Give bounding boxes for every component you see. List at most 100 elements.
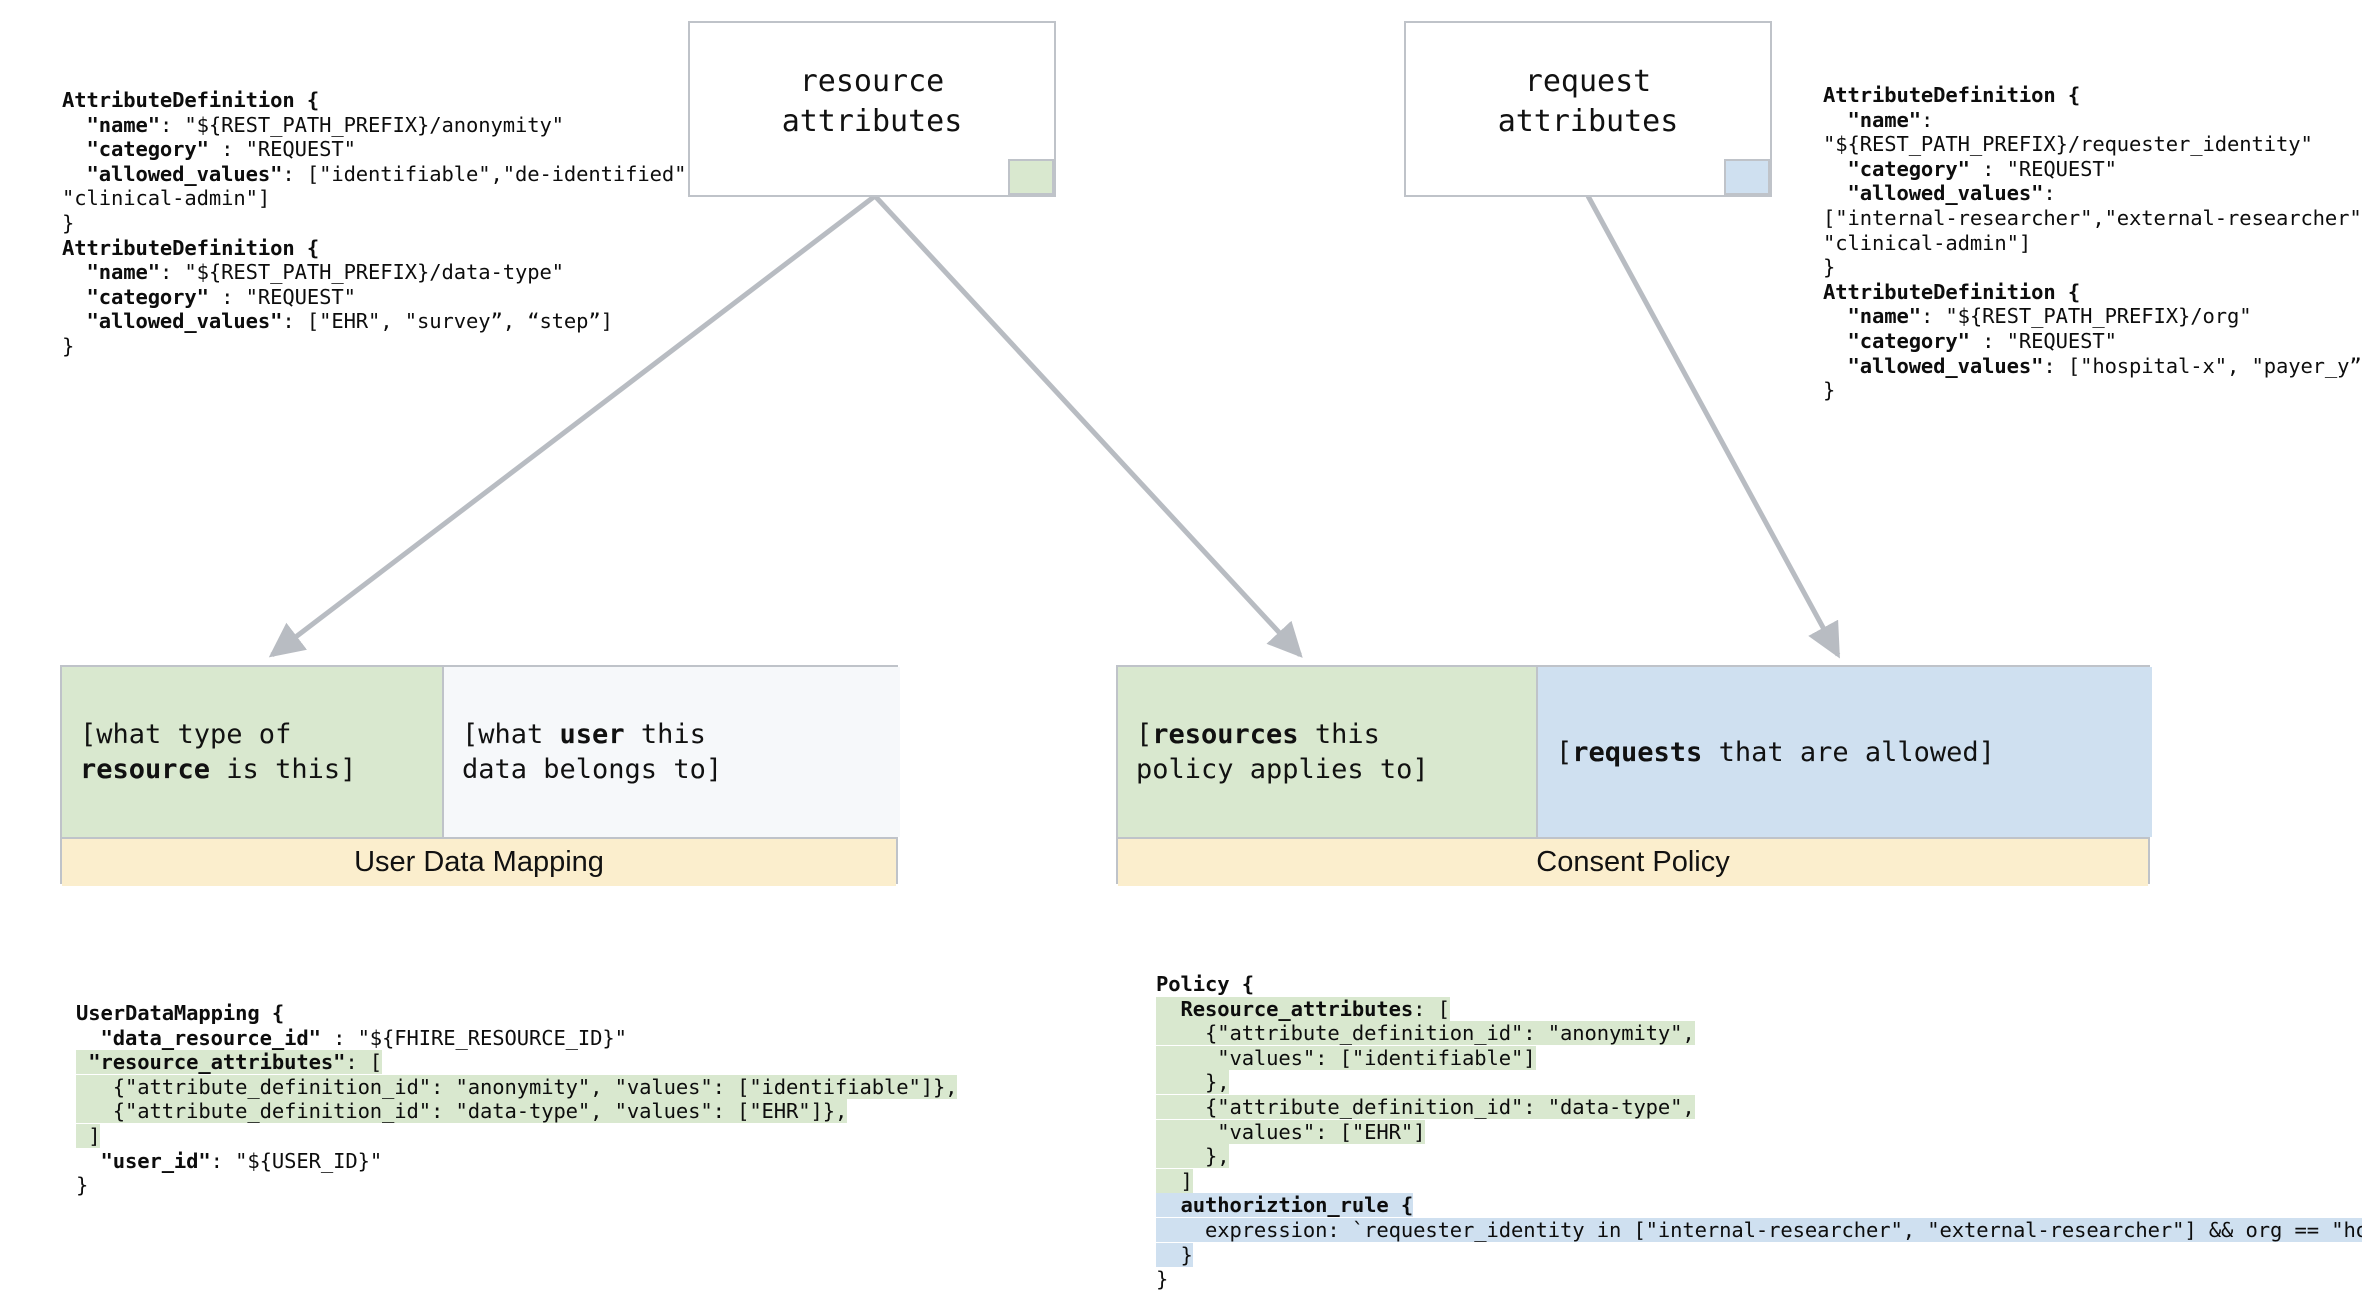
code-line: "category" : "REQUEST"	[1823, 157, 2362, 182]
code-run: "name"	[62, 112, 160, 137]
code-run: {"attribute_definition_id": "anonymity",…	[76, 1074, 958, 1099]
code-line: "name": "${REST_PATH_PREFIX}/data-type"	[62, 260, 699, 285]
card-cell-run: requests	[1572, 736, 1703, 768]
code-line: AttributeDefinition {	[1823, 83, 2362, 108]
code-line: AttributeDefinition {	[1823, 280, 2362, 305]
code-run: : [	[1413, 996, 1450, 1021]
code-run: Resource_attributes	[1156, 996, 1414, 1021]
code-line: {"attribute_definition_id": "anonymity",…	[76, 1074, 958, 1100]
code-line: ]	[1156, 1168, 2362, 1194]
code-line: }	[1823, 255, 2362, 280]
code-line: "category" : "REQUEST"	[1823, 329, 2362, 354]
consent-policy-footer-label: Consent Policy	[1118, 837, 2148, 886]
user-data-mapping-cells: [what type of resource is this] [what use…	[62, 667, 900, 837]
card-cell-text: [what user this data belongs to]	[462, 717, 722, 787]
code-run: : ["EHR", "survey”, “step”]	[282, 309, 613, 334]
code-run: AttributeDefinition {	[1823, 279, 2081, 304]
code-run: AttributeDefinition {	[62, 88, 320, 112]
code-run: "name"	[1823, 304, 1921, 329]
code-line: "${REST_PATH_PREFIX}/requester_identity"	[1823, 132, 2362, 157]
card-cell: [what type of resource is this]	[62, 667, 444, 837]
code-run: }	[62, 210, 75, 235]
code-line: expression: `requester_identity in ["int…	[1156, 1217, 2362, 1243]
code-run: : "REQUEST"	[208, 284, 356, 309]
code-run: : "${FHIRE_RESOURCE_ID}"	[320, 1025, 627, 1050]
card-cell-run: that are allowed]	[1702, 736, 1995, 768]
code-line: "allowed_values":	[1823, 181, 2362, 206]
user-data-mapping-footer-label: User Data Mapping	[62, 837, 896, 886]
code-run: : "REQUEST"	[1969, 328, 2117, 353]
code-line: }	[62, 334, 699, 359]
code-run: AttributeDefinition {	[1823, 83, 2081, 107]
code-line: AttributeDefinition {	[62, 88, 699, 113]
code-line: "values": ["identifiable"]	[1156, 1045, 2362, 1071]
code-run: : ["identifiable","de-identified",	[282, 161, 699, 186]
user-data-mapping-code: UserDataMapping { "data_resource_id" : "…	[76, 1001, 958, 1198]
code-line: "clinical-admin"]	[62, 186, 699, 211]
code-line: }	[1156, 1242, 2362, 1268]
code-run: : [	[345, 1050, 383, 1075]
code-run: "allowed_values"	[1823, 353, 2044, 378]
card-cell-run: this data belongs to]	[462, 719, 723, 785]
code-line: {"attribute_definition_id": "data-type",	[1156, 1094, 2362, 1120]
code-line: }	[1156, 1267, 2362, 1292]
code-run: : "REQUEST"	[1969, 156, 2117, 181]
resource-to-consent-policy	[873, 194, 1303, 658]
code-run: "allowed_values"	[62, 309, 283, 334]
code-line: "allowed_values": ["EHR", "survey”, “ste…	[62, 309, 699, 334]
code-run: :	[2043, 181, 2056, 206]
code-line: "user_id": "${USER_ID}"	[76, 1149, 957, 1174]
resource-attributes-color-swatch	[1008, 159, 1054, 195]
code-line: Policy {	[1156, 972, 2362, 997]
code-run: ]	[76, 1123, 101, 1148]
code-run: "data_resource_id"	[76, 1025, 321, 1050]
code-line: authoriztion_rule {	[1156, 1193, 2362, 1218]
code-run: Policy {	[1156, 972, 1254, 996]
card-cell-run: this policy applies to]	[1136, 719, 1429, 785]
code-run: {"attribute_definition_id": "anonymity",	[1156, 1021, 1695, 1046]
consent-policy-cells: [resources this policy applies to][reque…	[1118, 667, 2152, 837]
card-cell-run: [what type of	[80, 719, 292, 750]
code-run: : ["hospital-x", "payer_y”]	[2043, 353, 2362, 378]
card-cell-run: [	[1136, 719, 1153, 750]
code-line: "clinical-admin"]	[1823, 231, 2362, 256]
code-line: AttributeDefinition {	[62, 236, 699, 261]
code-run: }	[1156, 1242, 1193, 1267]
code-line: },	[1156, 1070, 2362, 1095]
code-run: : "${REST_PATH_PREFIX}/data-type"	[159, 260, 564, 285]
code-run: "allowed_values"	[1823, 181, 2044, 206]
code-run: "name"	[1823, 107, 1921, 132]
code-run: : "${REST_PATH_PREFIX}/anonymity"	[159, 112, 564, 137]
code-run: "category"	[62, 284, 209, 309]
code-line: ]	[76, 1123, 957, 1149]
code-run: : "${USER_ID}"	[210, 1148, 383, 1173]
code-run: expression: `requester_identity in ["int…	[1156, 1217, 2362, 1242]
request-attributes-label: request attributes	[1497, 64, 1679, 139]
card-cell-run: [what	[462, 719, 560, 750]
code-line: "allowed_values": ["hospital-x", "payer_…	[1823, 354, 2362, 379]
card-cell-run: [	[1556, 736, 1573, 768]
code-run: {"attribute_definition_id": "data-type",…	[76, 1099, 848, 1124]
resource-attributes-label: resource attributes	[781, 64, 963, 139]
code-run: }	[76, 1173, 89, 1198]
user-data-mapping-card[interactable]: [what type of resource is this] [what use…	[60, 665, 900, 886]
card-cell-text: [what type of resource is this]	[80, 717, 356, 787]
code-run: "category"	[1823, 156, 1970, 181]
code-line: "category" : "REQUEST"	[62, 137, 699, 162]
request-attributes-color-swatch	[1724, 159, 1770, 195]
resource-attributes-box[interactable]: resource attributes	[688, 21, 1056, 197]
card-cell: [resources this policy applies to]	[1118, 667, 1538, 837]
code-line: "resource_attributes": [	[76, 1050, 957, 1075]
request-attribute-definitions-code: AttributeDefinition { "name":"${REST_PAT…	[1823, 83, 2362, 403]
code-run: },	[1156, 1070, 1230, 1095]
code-line: UserDataMapping {	[76, 1001, 957, 1026]
code-line: "name":	[1823, 108, 2362, 133]
consent-policy-card[interactable]: [resources this policy applies to][reque…	[1116, 665, 2152, 886]
code-run: "user_id"	[76, 1148, 211, 1173]
code-line: "name": "${REST_PATH_PREFIX}/org"	[1823, 304, 2362, 329]
card-cell-run: resources	[1152, 719, 1299, 750]
code-run: :	[1920, 107, 1934, 132]
request-attributes-box[interactable]: request attributes	[1404, 21, 1772, 197]
code-run: "values": ["identifiable"]	[1156, 1045, 1536, 1070]
